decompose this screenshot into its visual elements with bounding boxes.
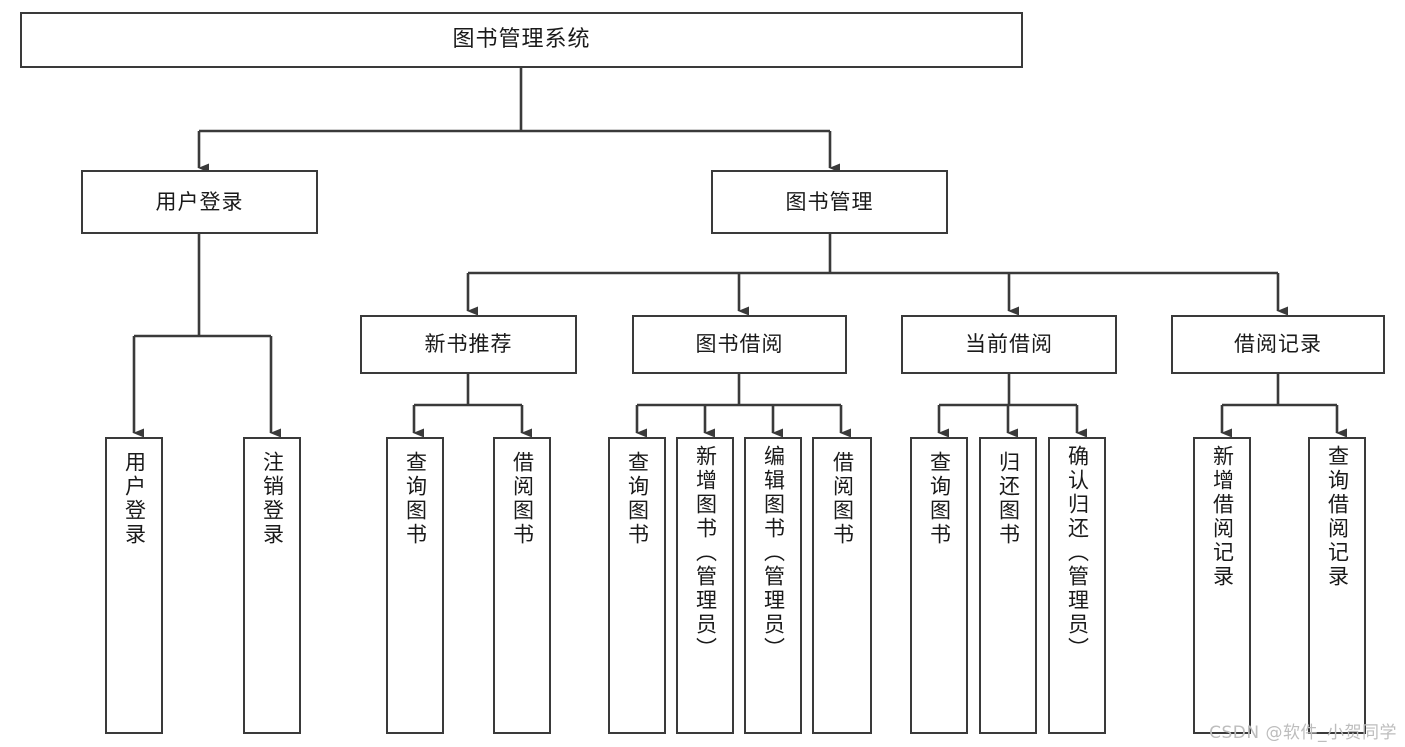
node-root-label: 图书管理系统 bbox=[452, 27, 591, 53]
node-leaf-add-borrow-record-label: 新增借阅记录 bbox=[1210, 445, 1235, 589]
node-borrow-record[interactable]: 借阅记录 bbox=[1171, 315, 1385, 374]
node-new-book-recommend[interactable]: 新书推荐 bbox=[360, 315, 577, 374]
node-leaf-borrow-book-2-label: 借阅图书 bbox=[830, 451, 855, 547]
node-leaf-edit-book-label: 编辑图书（管理员） bbox=[761, 445, 786, 661]
node-book-manage-label: 图书管理 bbox=[785, 189, 874, 214]
node-current-borrow-label: 当前借阅 bbox=[965, 332, 1053, 357]
node-leaf-query-borrow-record-label: 查询借阅记录 bbox=[1325, 445, 1350, 589]
node-leaf-add-book[interactable]: 新增图书（管理员） bbox=[676, 437, 734, 734]
node-leaf-query-book-3-label: 查询图书 bbox=[927, 451, 952, 547]
node-user-login[interactable]: 用户登录 bbox=[81, 170, 318, 234]
node-leaf-query-book-1-label: 查询图书 bbox=[403, 451, 428, 547]
node-book-manage[interactable]: 图书管理 bbox=[711, 170, 948, 234]
node-leaf-confirm-return[interactable]: 确认归还（管理员） bbox=[1048, 437, 1106, 734]
node-leaf-add-book-label: 新增图书（管理员） bbox=[693, 445, 718, 661]
node-leaf-user-login[interactable]: 用户登录 bbox=[105, 437, 163, 734]
node-leaf-query-borrow-record[interactable]: 查询借阅记录 bbox=[1308, 437, 1366, 734]
node-leaf-borrow-book-2[interactable]: 借阅图书 bbox=[812, 437, 872, 734]
node-leaf-return-book[interactable]: 归还图书 bbox=[979, 437, 1037, 734]
node-leaf-query-book-3[interactable]: 查询图书 bbox=[910, 437, 968, 734]
node-leaf-borrow-book-1-label: 借阅图书 bbox=[510, 451, 535, 547]
node-leaf-query-book-1[interactable]: 查询图书 bbox=[386, 437, 444, 734]
node-leaf-query-book-2[interactable]: 查询图书 bbox=[608, 437, 666, 734]
watermark: CSDN @软件_小贺同学 bbox=[1209, 723, 1397, 743]
node-book-borrow-label: 图书借阅 bbox=[695, 332, 784, 357]
node-leaf-logout-login[interactable]: 注销登录 bbox=[243, 437, 301, 734]
node-leaf-user-login-label: 用户登录 bbox=[122, 451, 147, 547]
node-root[interactable]: 图书管理系统 bbox=[20, 12, 1023, 68]
node-user-login-label: 用户登录 bbox=[155, 189, 244, 214]
node-leaf-confirm-return-label: 确认归还（管理员） bbox=[1065, 445, 1090, 661]
node-leaf-return-book-label: 归还图书 bbox=[996, 451, 1021, 547]
node-leaf-logout-login-label: 注销登录 bbox=[260, 451, 285, 547]
node-leaf-borrow-book-1[interactable]: 借阅图书 bbox=[493, 437, 551, 734]
node-current-borrow[interactable]: 当前借阅 bbox=[901, 315, 1117, 374]
node-leaf-add-borrow-record[interactable]: 新增借阅记录 bbox=[1193, 437, 1251, 734]
node-leaf-query-book-2-label: 查询图书 bbox=[625, 451, 650, 547]
node-leaf-edit-book[interactable]: 编辑图书（管理员） bbox=[744, 437, 802, 734]
node-new-book-recommend-label: 新书推荐 bbox=[424, 332, 513, 357]
node-borrow-record-label: 借阅记录 bbox=[1234, 332, 1322, 357]
node-book-borrow[interactable]: 图书借阅 bbox=[632, 315, 847, 374]
